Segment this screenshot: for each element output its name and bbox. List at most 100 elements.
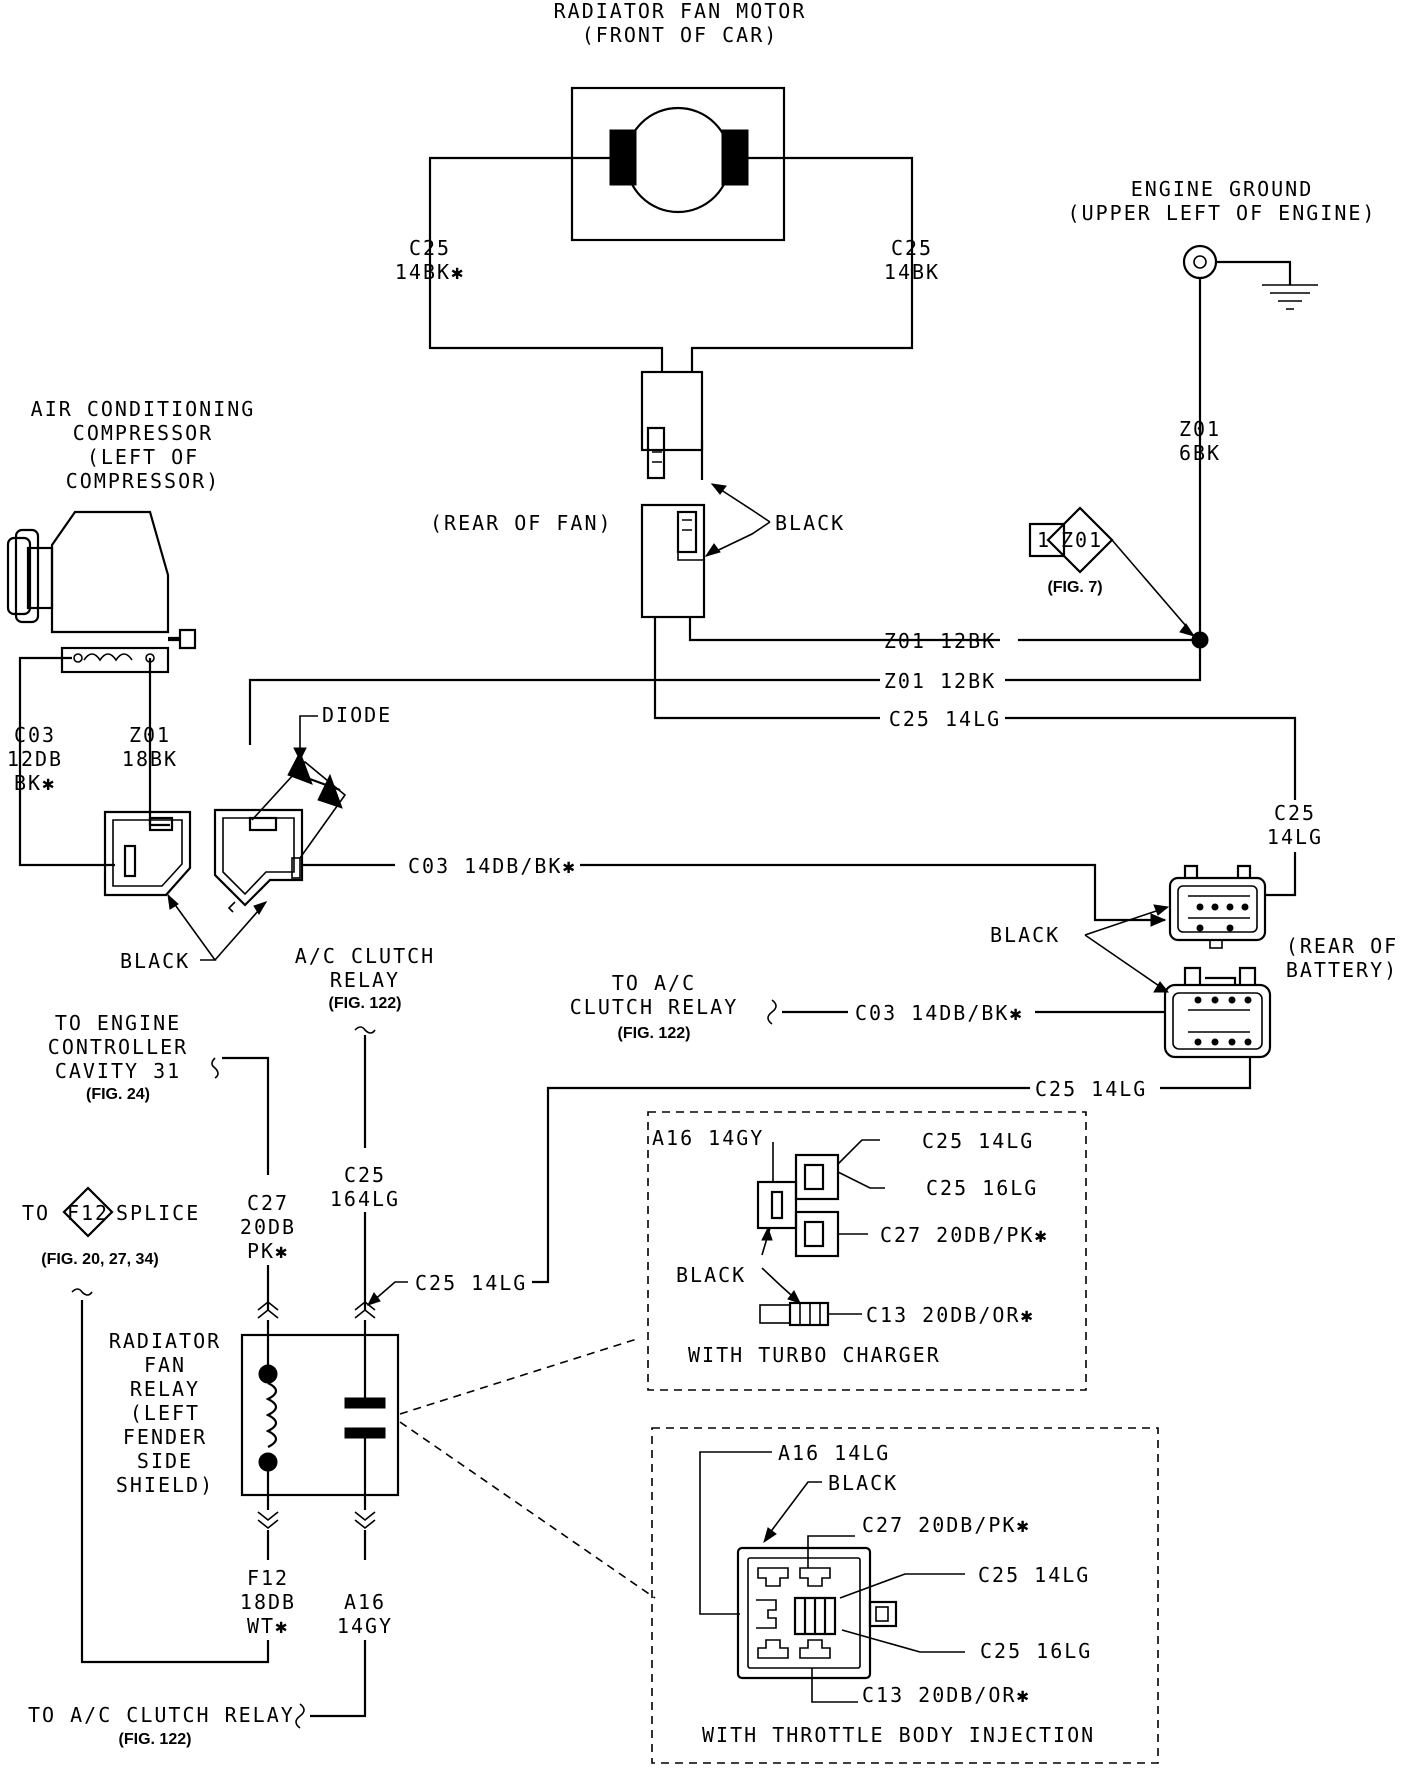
label-ac-comp-2: COMPRESSOR (73, 421, 213, 445)
label-c25-right-2: 14BK (884, 260, 940, 284)
label-fan-relay-7: SHIELD) (116, 1473, 214, 1497)
label-black-comp: BLACK (120, 949, 190, 973)
label-c25-right-1: C25 (891, 236, 933, 260)
label-fan-motor-1: RADIATOR FAN MOTOR (554, 0, 807, 23)
label-c25-14lg-relay: C25 14LG (415, 1271, 527, 1295)
label-c25-14lg-top: C25 14LG (889, 707, 1001, 731)
label-fig7: (FIG. 7) (1047, 579, 1102, 596)
label-c25-14lg-t: C25 14LG (922, 1129, 1034, 1153)
label-c25-16lg-t: C25 16LG (926, 1176, 1038, 1200)
label-black-b: BLACK (828, 1471, 898, 1495)
label-rear-batt-1: (REAR OF (1286, 934, 1398, 958)
label-engine-ground-1: ENGINE GROUND (1131, 177, 1314, 201)
label-c25-14lg-mid: C25 14LG (1035, 1077, 1147, 1101)
tbi-inset (651, 1427, 1159, 1764)
label-fan-relay-2: FAN (144, 1353, 186, 1377)
label-ac-comp-1: AIR CONDITIONING (31, 397, 256, 421)
label-a16-14gy: A16 14GY (652, 1126, 764, 1150)
label-c25-164lg-2: 164LG (330, 1187, 400, 1211)
fan-connector (640, 370, 706, 619)
label-fig122-a: (FIG. 122) (329, 995, 402, 1012)
label-c25-14lg-right-1: C25 (1274, 801, 1316, 825)
label-f12-id: F12 (67, 1201, 109, 1225)
label-a16-1: A16 (344, 1590, 386, 1614)
label-fig122-c: (FIG. 122) (119, 1731, 192, 1748)
label-turbo: WITH TURBO CHARGER (688, 1343, 941, 1367)
splice-num: 1 (1037, 528, 1051, 552)
turbo-inset (647, 1111, 1087, 1391)
radiator-fan-relay (240, 1300, 400, 1530)
label-to-ac-2: CLUTCH RELAY (570, 995, 739, 1019)
label-z01-18bk-2: 18BK (122, 747, 178, 771)
label-c03-14db-b: C03 14DB/BK✱ (855, 1001, 1024, 1025)
label-z01-12bk-b: Z01 12BK (884, 669, 996, 693)
label-black-fan: BLACK (775, 511, 845, 535)
label-ac-comp-4: COMPRESSOR) (66, 469, 220, 493)
label-ac-relay-2: RELAY (330, 968, 400, 992)
label-f12-2: 18DB (240, 1590, 296, 1614)
label-fig24: (FIG. 24) (86, 1086, 150, 1103)
label-eng-ctrl-1: TO ENGINE (55, 1011, 181, 1035)
label-c25-164lg-1: C25 (344, 1163, 386, 1187)
label-a16-2: 14GY (337, 1614, 393, 1638)
label-c27-20db-1: C27 (247, 1191, 289, 1215)
splice-id: Z01 (1061, 528, 1103, 552)
label-z01-12bk-a: Z01 12BK (884, 629, 996, 653)
label-fig-20: (FIG. 20, 27, 34) (41, 1251, 158, 1268)
label-eng-ctrl-2: CONTROLLER (48, 1035, 188, 1059)
label-z01-6bk-1: Z01 (1179, 417, 1221, 441)
label-fan-relay-1: RADIATOR (109, 1329, 221, 1353)
label-c27-20db-3: PK✱ (247, 1239, 289, 1263)
label-to-ac-bottom: TO A/C CLUTCH RELAY (28, 1703, 295, 1727)
label-to-f12-pre: TO (22, 1201, 50, 1225)
label-fan-relay-3: RELAY (130, 1377, 200, 1401)
radiator-fan-motor (428, 86, 914, 372)
label-c03-14db: C03 14DB/BK✱ (408, 854, 577, 878)
label-c25-left-1: C25 (409, 236, 451, 260)
tbi-connector (699, 1451, 965, 1703)
label-a16-14lg-b: A16 14LG (778, 1441, 890, 1465)
turbo-connector (756, 1139, 885, 1327)
label-c25-16lg-b: C25 16LG (980, 1639, 1092, 1663)
label-c13-t: C13 20DB/OR✱ (866, 1303, 1035, 1327)
label-tbi: WITH THROTTLE BODY INJECTION (702, 1723, 1095, 1747)
battery-connector-lower (1163, 966, 1272, 1059)
label-fan-relay-6: SIDE (137, 1449, 193, 1473)
label-rear-batt-2: BATTERY) (1286, 958, 1398, 982)
label-ac-comp-3: (LEFT OF (87, 445, 199, 469)
label-fan-motor-2: (FRONT OF CAR) (582, 23, 779, 47)
label-c03-12db-1: C03 (14, 723, 56, 747)
label-c13-b: C13 20DB/OR✱ (862, 1683, 1031, 1707)
label-engine-ground-2: (UPPER LEFT OF ENGINE) (1068, 201, 1377, 225)
ac-compressor (6, 510, 197, 867)
label-black-t: BLACK (676, 1263, 746, 1287)
battery-connector-upper (1168, 864, 1267, 949)
label-fig122-b: (FIG. 122) (618, 1025, 691, 1042)
label-to-f12-post: SPLICE (116, 1201, 200, 1225)
label-to-ac-1: TO A/C (612, 971, 696, 995)
diode-connector (213, 750, 347, 913)
label-rear-of-fan: (REAR OF FAN) (430, 511, 613, 535)
label-z01-18bk-1: Z01 (129, 723, 171, 747)
label-c25-14lg-right-2: 14LG (1267, 825, 1323, 849)
label-c27-20db-2: 20DB (240, 1215, 296, 1239)
label-fan-relay-5: FENDER (123, 1425, 207, 1449)
splice-z01 (1028, 506, 1196, 637)
label-c03-12db-3: BK✱ (14, 771, 56, 795)
label-diode: DIODE (322, 703, 392, 727)
label-f12-1: F12 (247, 1566, 289, 1590)
label-z01-6bk-2: 6BK (1179, 441, 1221, 465)
label-ac-relay-1: A/C CLUTCH (295, 944, 435, 968)
label-eng-ctrl-3: CAVITY 31 (55, 1059, 181, 1083)
label-c25-left-2: 14BK✱ (395, 260, 465, 284)
label-black-batt: BLACK (990, 923, 1060, 947)
label-fan-relay-4: (LEFT (130, 1401, 200, 1425)
label-f12-3: WT✱ (247, 1614, 289, 1638)
label-c25-14lg-b: C25 14LG (978, 1563, 1090, 1587)
label-c03-12db-2: 12DB (7, 747, 63, 771)
engine-ground (1182, 244, 1318, 649)
label-c27-20db-b: C27 20DB/PK✱ (862, 1513, 1031, 1537)
compressor-connector (103, 810, 192, 897)
label-c27-20db-t: C27 20DB/PK✱ (880, 1223, 1049, 1247)
